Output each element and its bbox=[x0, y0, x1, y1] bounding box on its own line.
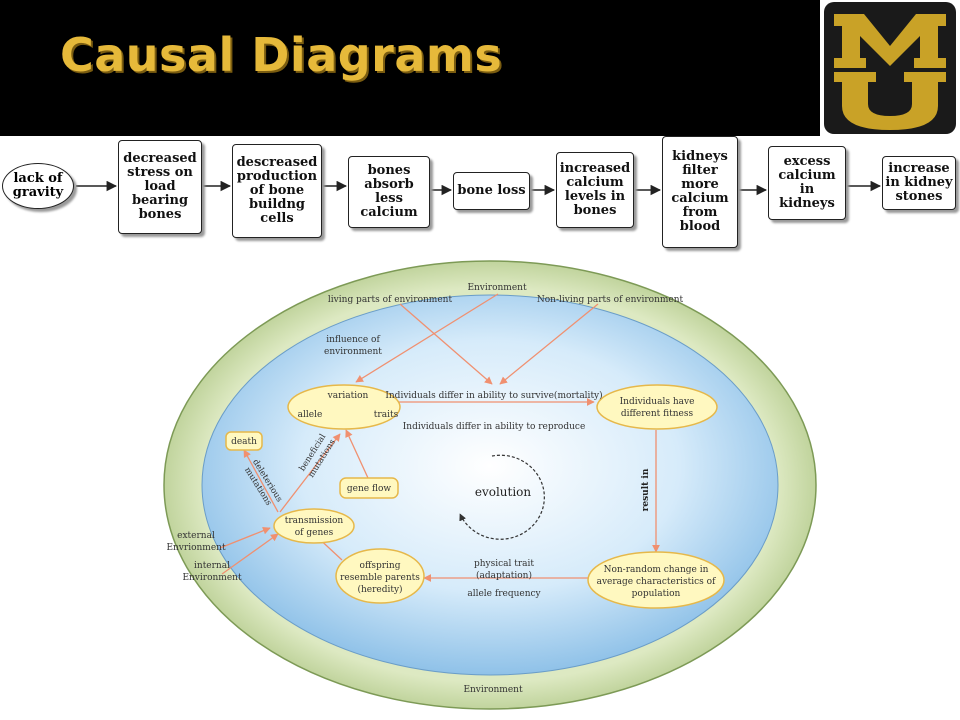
offspring-label-1: offspring bbox=[360, 561, 401, 571]
influence-label-2: environment bbox=[324, 347, 382, 357]
external-env-label-1: external bbox=[177, 531, 215, 541]
physical-trait-label-1: physical trait bbox=[474, 559, 534, 569]
nonrandom-label-3: population bbox=[632, 589, 681, 599]
chain-node: bone loss bbox=[453, 172, 530, 210]
allele-label: allele bbox=[298, 410, 323, 420]
death-node bbox=[225, 431, 263, 451]
variation-label: variation bbox=[327, 391, 369, 401]
mu-logo-icon bbox=[820, 0, 960, 136]
traits-label: traits bbox=[374, 410, 399, 420]
slide-title: Causal Diagrams bbox=[60, 28, 503, 82]
chain-arrows bbox=[76, 180, 882, 196]
nonrandom-label-2: average characteristics of bbox=[597, 577, 716, 587]
chain-node: decreased stress on load bearing bones bbox=[118, 140, 202, 234]
differ-reproduce-label: Individuals differ in ability to reprodu… bbox=[403, 422, 586, 432]
title-bar: Causal Diagrams bbox=[0, 0, 820, 136]
influence-label-1: influence of bbox=[326, 335, 380, 345]
chain-node: increase in kidney stones bbox=[882, 156, 956, 210]
transmission-label-1: transmission bbox=[285, 516, 344, 526]
chain-node: bones absorb less calcium bbox=[348, 156, 430, 228]
non-living-label: Non-living parts of environment bbox=[537, 295, 684, 305]
nonrandom-change-node bbox=[587, 551, 725, 609]
chain-start-node: lack of gravity bbox=[2, 163, 74, 209]
fitness-label-1: Individuals have bbox=[620, 397, 695, 407]
transmission-label-2: of genes bbox=[295, 528, 334, 538]
physical-trait-label-2: (adaptation) bbox=[476, 570, 532, 581]
env-bottom-label: Environment bbox=[463, 685, 523, 695]
evolution-label: evolution bbox=[475, 485, 532, 499]
transmission-node bbox=[273, 508, 355, 544]
external-env-label-2: Envrionment bbox=[166, 543, 226, 553]
chain-node: increased calcium levels in bones bbox=[556, 152, 634, 228]
differ-survive-label: Individuals differ in ability to survive… bbox=[385, 390, 602, 401]
gene-flow-node bbox=[339, 477, 399, 499]
university-logo bbox=[820, 0, 960, 136]
chain-node: descreased production of bone buildng ce… bbox=[232, 144, 322, 238]
death-label: death bbox=[231, 437, 257, 447]
result-in-label: result in bbox=[641, 468, 651, 511]
nonrandom-label-1: Non-random change in bbox=[604, 565, 709, 575]
fitness-node bbox=[596, 384, 718, 430]
chain-node: kidneys filter more calcium from blood bbox=[662, 136, 738, 248]
fitness-label-2: different fitness bbox=[621, 409, 694, 419]
internal-env-label-1: internal bbox=[194, 561, 230, 571]
living-label: living parts of environment bbox=[328, 295, 453, 305]
variation-node bbox=[287, 384, 401, 430]
chain-node: excess calcium in kidneys bbox=[768, 146, 846, 220]
allele-frequency-label: allele frequency bbox=[467, 589, 541, 599]
internal-env-label-2: Environment bbox=[182, 573, 242, 583]
env-top-label: Environment bbox=[467, 283, 527, 293]
offspring-node bbox=[335, 548, 425, 604]
offspring-label-2: resemble parents bbox=[340, 573, 420, 583]
offspring-label-3: (heredity) bbox=[357, 584, 402, 595]
gene-flow-label: gene flow bbox=[347, 484, 391, 494]
evolution-cycle-arrow bbox=[459, 454, 545, 540]
